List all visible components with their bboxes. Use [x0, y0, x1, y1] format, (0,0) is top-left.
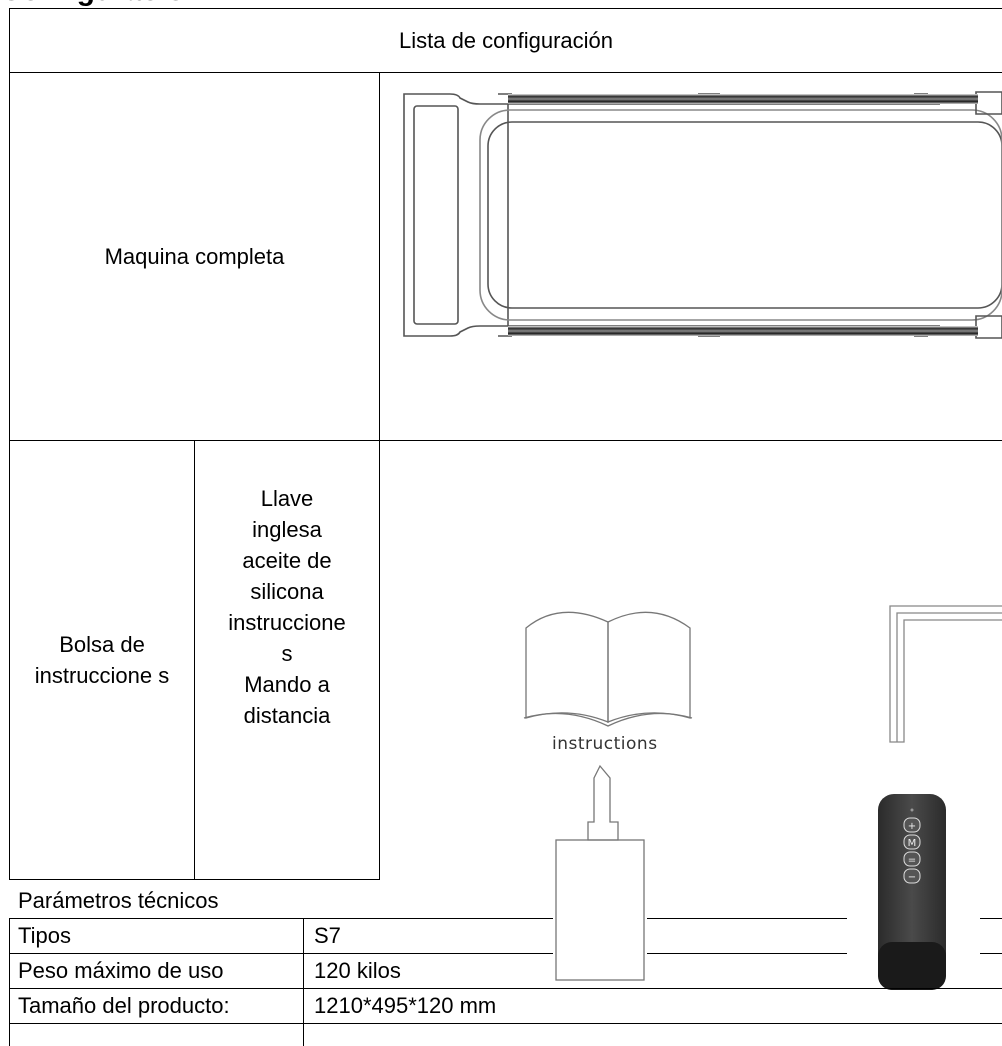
bottom-rail: [508, 326, 978, 336]
item-line: Mando a: [244, 672, 330, 697]
remote-equal-label: =: [908, 855, 916, 866]
item-line: Llave: [260, 486, 314, 511]
param-value-size: 1210*495*120 mm: [314, 993, 497, 1018]
remote-mode-label: M: [908, 838, 917, 849]
top-rail: [508, 94, 978, 104]
remote-plus-label: +: [908, 821, 916, 832]
item-line: s: [281, 641, 293, 666]
treadmill-illustration: [403, 91, 1002, 339]
row2-items-list: Llave inglesa aceite de silicona instruc…: [195, 483, 379, 731]
remote-minus-label: −: [908, 872, 916, 883]
wrench-icon: [889, 605, 1002, 743]
item-line: instruccione: [228, 610, 346, 635]
param-label-max-weight: Peso máximo de uso: [18, 958, 224, 983]
config-header: Lista de configuración: [398, 28, 614, 53]
params-heading: Parámetros técnicos: [18, 888, 219, 913]
item-line: inglesa: [252, 517, 322, 542]
item-line: aceite de: [242, 548, 332, 573]
row-label-instruction-bag: Bolsa de instruccione s: [34, 632, 170, 688]
row-label-full-machine: Maquina completa: [104, 244, 285, 269]
page-title: Configuración: [0, 0, 203, 8]
param-label-size: Tamaño del producto:: [18, 993, 230, 1018]
instructions-caption: instructions: [552, 734, 658, 754]
item-line: distancia: [243, 703, 331, 728]
param-value-max-weight: 120 kilos: [314, 958, 401, 983]
remote-control-icon: + M = −: [878, 794, 946, 990]
item-line: silicona: [250, 579, 324, 604]
silicone-oil-bottle-icon: [555, 764, 645, 981]
param-value-type: S7: [314, 923, 341, 948]
param-label-type: Tipos: [18, 923, 71, 948]
instruction-book-icon: [523, 611, 693, 727]
